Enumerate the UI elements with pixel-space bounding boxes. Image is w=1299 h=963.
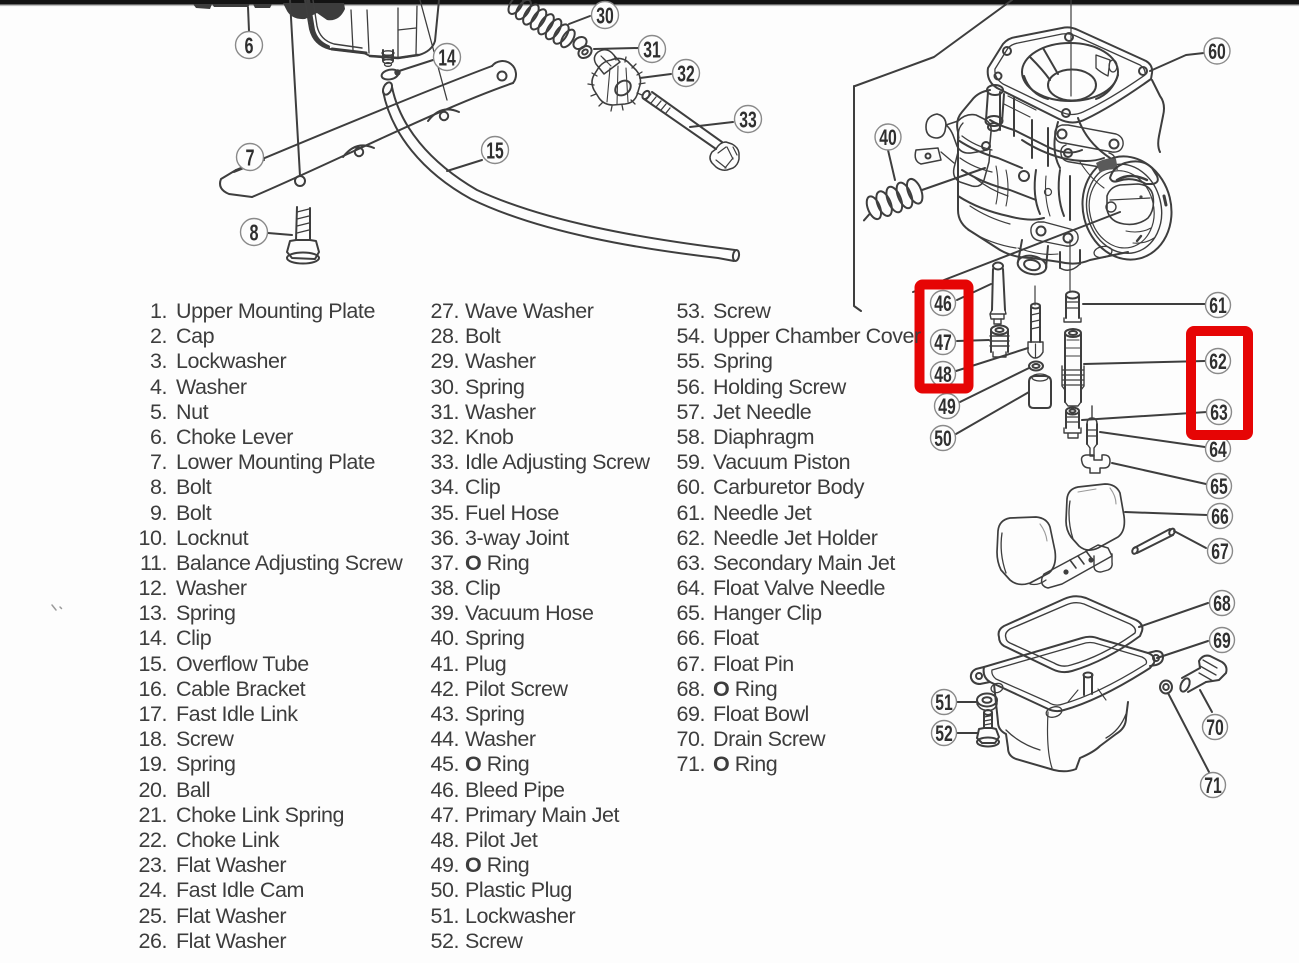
- svg-text:47: 47: [934, 330, 952, 355]
- svg-text:70: 70: [1206, 715, 1224, 740]
- svg-text:48: 48: [934, 362, 952, 387]
- svg-text:52: 52: [935, 721, 953, 746]
- svg-text:31: 31: [643, 36, 661, 62]
- svg-text:46: 46: [934, 291, 952, 316]
- svg-text:68: 68: [1213, 591, 1231, 616]
- svg-text:61: 61: [1209, 293, 1227, 318]
- svg-text:33: 33: [739, 106, 757, 132]
- svg-text:8: 8: [250, 219, 259, 245]
- svg-text:69: 69: [1213, 628, 1231, 653]
- svg-text:40: 40: [879, 125, 897, 150]
- svg-text:6: 6: [245, 32, 254, 58]
- svg-text:14: 14: [438, 44, 456, 70]
- svg-text:60: 60: [1208, 39, 1226, 64]
- svg-text:50: 50: [934, 426, 952, 451]
- svg-text:51: 51: [935, 690, 953, 715]
- svg-text:65: 65: [1210, 474, 1228, 499]
- svg-text:62: 62: [1209, 349, 1227, 374]
- svg-text:66: 66: [1211, 504, 1229, 529]
- svg-text:63: 63: [1210, 400, 1228, 425]
- svg-text:32: 32: [677, 60, 695, 86]
- svg-text:30: 30: [596, 2, 614, 28]
- svg-text:64: 64: [1209, 437, 1227, 462]
- svg-text:67: 67: [1211, 539, 1229, 564]
- svg-text:49: 49: [938, 394, 956, 419]
- svg-text:71: 71: [1204, 773, 1222, 798]
- svg-text:7: 7: [246, 144, 255, 170]
- svg-text:15: 15: [486, 137, 504, 163]
